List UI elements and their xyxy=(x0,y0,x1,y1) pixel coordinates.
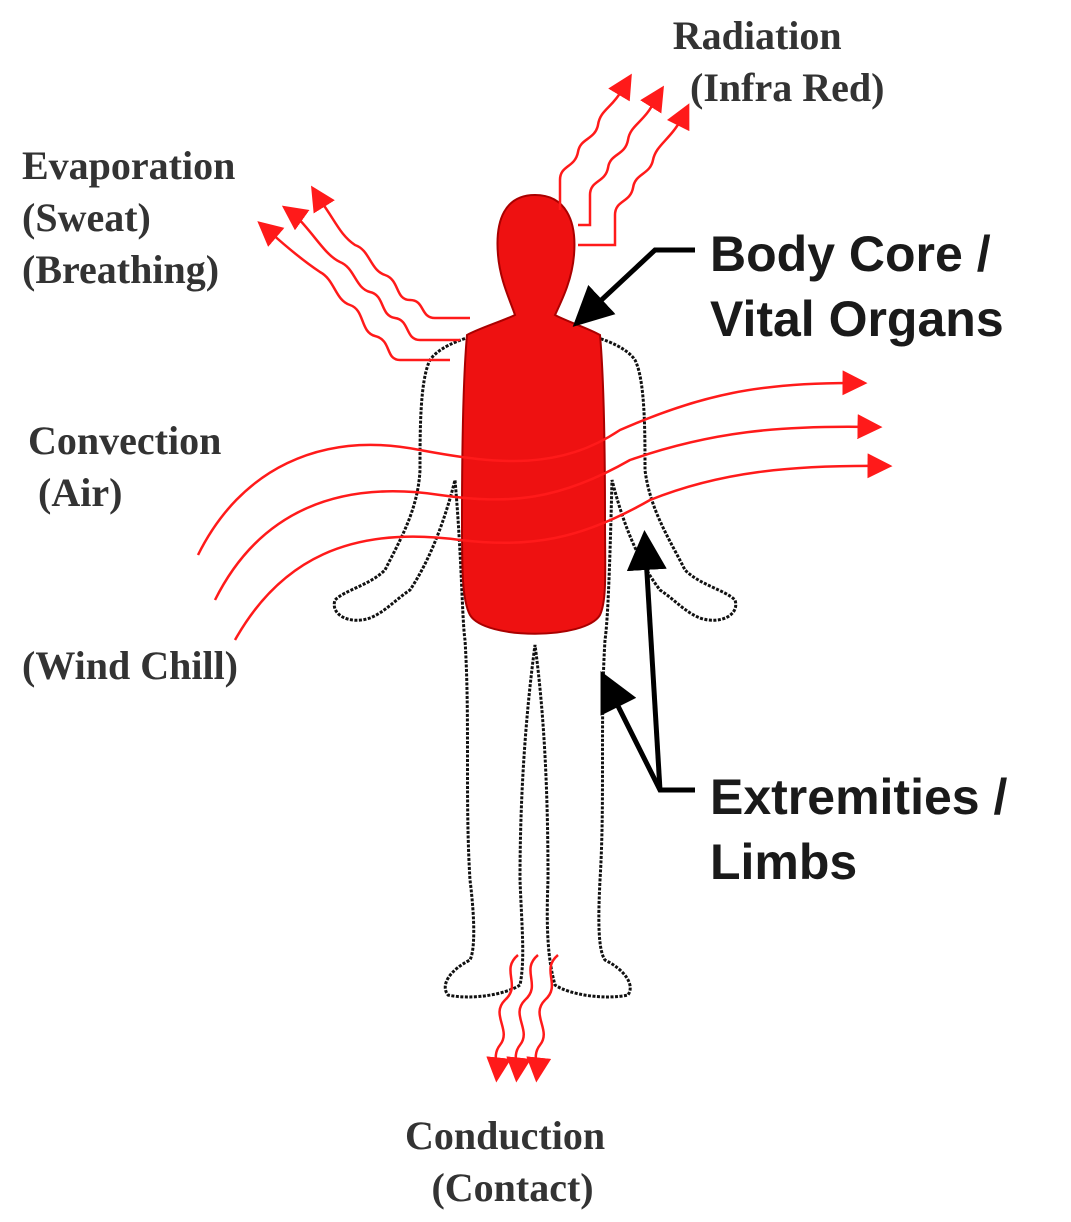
radiation-subtitle: (Infra Red) xyxy=(690,62,884,114)
convection-subtitle: (Air) xyxy=(38,467,221,519)
conduction-label: Conduction (Contact) xyxy=(405,1110,605,1214)
conduction-subtitle: (Contact) xyxy=(420,1162,605,1214)
wind-chill-text: (Wind Chill) xyxy=(22,640,238,692)
conduction-title: Conduction xyxy=(405,1110,605,1162)
evaporation-sub-1: (Sweat) xyxy=(22,192,235,244)
convection-title: Convection xyxy=(28,415,221,467)
evaporation-arrow-2 xyxy=(288,210,460,340)
evaporation-sub-2: (Breathing) xyxy=(22,244,235,296)
radiation-arrow-1 xyxy=(560,80,628,210)
evaporation-title: Evaporation xyxy=(22,140,235,192)
extremities-line-2: Limbs xyxy=(710,830,1007,895)
evaporation-label: Evaporation (Sweat) (Breathing) xyxy=(22,140,235,296)
radiation-label: Radiation (Infra Red) xyxy=(630,10,884,114)
body-core-region xyxy=(462,195,605,634)
extremities-line-1: Extremities / xyxy=(710,765,1007,830)
evaporation-arrow-1 xyxy=(315,192,470,318)
extremities-pointer-leg xyxy=(605,680,695,790)
body-core-label: Body Core / Vital Organs xyxy=(710,222,1004,352)
convection-label: Convection (Air) xyxy=(28,415,221,519)
body-core-pointer xyxy=(580,250,695,320)
body-core-line-1: Body Core / xyxy=(710,222,1004,287)
body-core-line-2: Vital Organs xyxy=(710,287,1004,352)
wind-chill-label: (Wind Chill) xyxy=(22,640,238,692)
radiation-title: Radiation xyxy=(630,10,884,62)
extremities-label: Extremities / Limbs xyxy=(710,765,1007,895)
